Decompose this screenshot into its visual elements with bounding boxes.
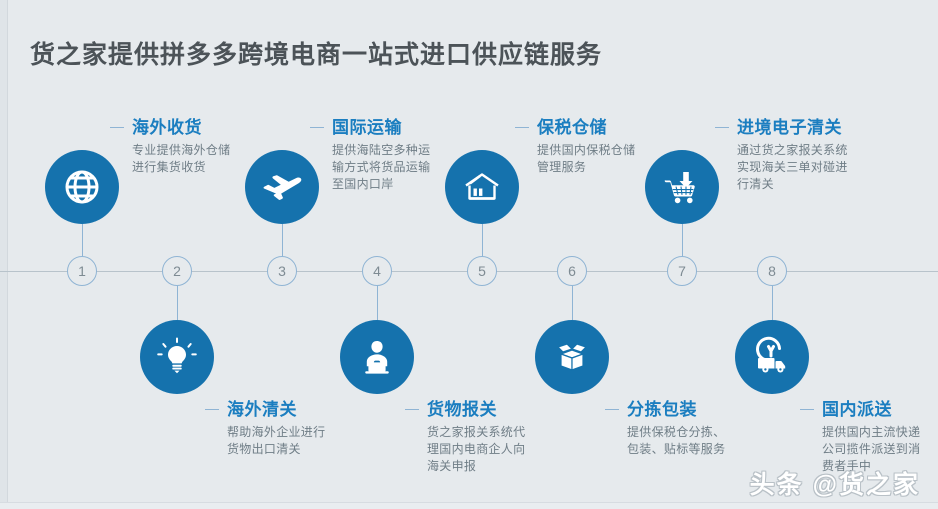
step-8-text: 国内派送 提供国内主流快递公司揽件派送到消费者手中: [800, 400, 930, 475]
step-4-text: 货物报关 货之家报关系统代理国内电商企人向海关申报: [405, 400, 535, 475]
step-1-leader-line: [110, 127, 124, 128]
step-5-text: 保税仓储 提供国内保税仓储管理服务: [515, 118, 645, 176]
timeline-node-1[interactable]: 1: [67, 256, 97, 286]
stem-2: [177, 286, 178, 320]
warehouse-icon: [459, 164, 505, 210]
step-4-icon-bubble[interactable]: [340, 320, 414, 394]
step-2-text: 海外清关 帮助海外企业进行货物出口清关: [205, 400, 335, 458]
stem-6: [572, 286, 573, 320]
step-6-text: 分拣包装 提供保税仓分拣、包装、贴标等服务: [605, 400, 735, 458]
person-laptop-icon: [356, 336, 398, 378]
step-1-text: 海外收货 专业提供海外仓储进行集货收货: [110, 118, 240, 176]
left-edge-bar: [0, 0, 8, 509]
step-5-title: 保税仓储: [537, 118, 607, 137]
timeline-node-1-number: 1: [78, 263, 86, 279]
timeline-node-5-number: 5: [478, 263, 486, 279]
open-box-icon: [549, 334, 595, 380]
step-2-title: 海外清关: [227, 400, 297, 419]
timeline-node-8-number: 8: [768, 263, 776, 279]
timeline-node-4[interactable]: 4: [362, 256, 392, 286]
watermark: 头条 @货之家: [749, 471, 920, 499]
bottom-edge-bar: [0, 502, 938, 509]
step-8-title: 国内派送: [822, 400, 892, 419]
step-6-desc: 提供保税仓分拣、包装、贴标等服务: [627, 425, 726, 456]
timeline-node-2[interactable]: 2: [162, 256, 192, 286]
step-7-icon-bubble[interactable]: [645, 150, 719, 224]
timeline-node-3[interactable]: 3: [267, 256, 297, 286]
stem-4: [377, 286, 378, 320]
timeline-node-3-number: 3: [278, 263, 286, 279]
step-1-desc: 专业提供海外仓储进行集货收货: [132, 143, 231, 174]
step-3-leader-line: [310, 127, 324, 128]
step-3-text: 国际运输 提供海陆空多种运输方式将货品运输至国内口岸: [310, 118, 440, 193]
step-6-leader-line: [605, 409, 619, 410]
step-7-text: 进境电子清关 通过货之家报关系统实现海关三单对碰进行清关: [715, 118, 859, 193]
timeline-node-7-number: 7: [678, 263, 686, 279]
page-title: 货之家提供拼多多跨境电商一站式进口供应链服务: [30, 41, 603, 69]
step-4-title: 货物报关: [427, 400, 497, 419]
step-3-title: 国际运输: [332, 118, 402, 137]
step-6-title: 分拣包装: [627, 400, 697, 419]
step-3-icon-bubble[interactable]: [245, 150, 319, 224]
step-7-leader-line: [715, 127, 729, 128]
step-4-desc: 货之家报关系统代理国内电商企人向海关申报: [427, 425, 526, 473]
step-1-title: 海外收货: [132, 118, 202, 137]
timeline-node-4-number: 4: [373, 263, 381, 279]
lightbulb-icon: [155, 335, 199, 379]
step-6-icon-bubble[interactable]: [535, 320, 609, 394]
delivery-truck-icon: [749, 334, 795, 380]
step-5-icon-bubble[interactable]: [445, 150, 519, 224]
timeline-node-7[interactable]: 7: [667, 256, 697, 286]
stem-5: [482, 224, 483, 256]
step-8-leader-line: [800, 409, 814, 410]
cart-download-icon: [659, 164, 705, 210]
timeline-node-5[interactable]: 5: [467, 256, 497, 286]
timeline-node-6[interactable]: 6: [557, 256, 587, 286]
step-2-icon-bubble[interactable]: [140, 320, 214, 394]
airplane-icon: [259, 164, 305, 210]
step-7-desc: 通过货之家报关系统实现海关三单对碰进行清关: [737, 143, 848, 191]
timeline-node-2-number: 2: [173, 263, 181, 279]
step-4-leader-line: [405, 409, 419, 410]
timeline-node-8[interactable]: 8: [757, 256, 787, 286]
stem-1: [82, 224, 83, 256]
step-5-leader-line: [515, 127, 529, 128]
stem-7: [682, 224, 683, 256]
step-8-desc: 提供国内主流快递公司揽件派送到消费者手中: [822, 425, 921, 473]
step-8-icon-bubble[interactable]: [735, 320, 809, 394]
globe-icon: [60, 165, 104, 209]
step-2-leader-line: [205, 409, 219, 410]
step-5-desc: 提供国内保税仓储管理服务: [537, 143, 636, 174]
step-2-desc: 帮助海外企业进行货物出口清关: [227, 425, 326, 456]
step-3-desc: 提供海陆空多种运输方式将货品运输至国内口岸: [332, 143, 431, 191]
stem-8: [772, 286, 773, 320]
step-7-title: 进境电子清关: [737, 118, 842, 137]
stem-3: [282, 224, 283, 256]
step-1-icon-bubble[interactable]: [45, 150, 119, 224]
timeline-node-6-number: 6: [568, 263, 576, 279]
